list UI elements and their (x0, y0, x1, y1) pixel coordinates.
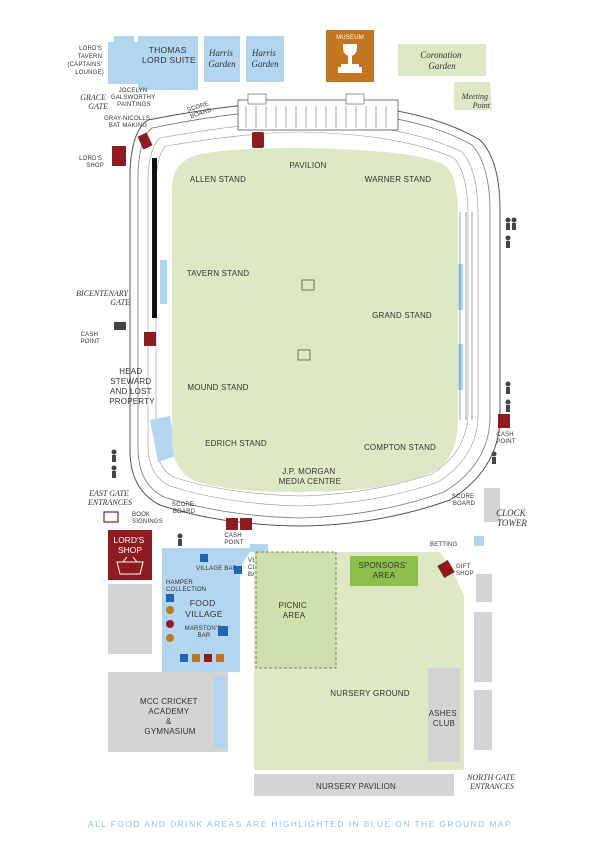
compton-stand-label: COMPTON STAND (364, 443, 436, 452)
food-village-area[interactable] (162, 548, 252, 672)
marstons-bar-stall[interactable] (218, 626, 228, 636)
stadium (129, 101, 501, 527)
mound-stand-label: MOUND STAND (187, 383, 248, 392)
marstons-bar-label: MARSTON'S BAR (185, 626, 224, 639)
warner-stand-label: WARNER STAND (365, 175, 431, 184)
nursery-pavilion-label: NURSERY PAVILION (316, 782, 396, 791)
museum[interactable]: MUSEUM (326, 30, 374, 82)
grey-building-left-1 (108, 584, 152, 654)
lords-shop-small[interactable] (112, 146, 126, 166)
village-bar-stall[interactable] (200, 554, 208, 562)
jocelyn-galsworthy-label: JOCELYN GALSWORTHY PAINTINGS (111, 88, 157, 108)
grand-stand-bar-2[interactable] (455, 344, 463, 390)
hamper-collection-stall[interactable] (166, 594, 174, 602)
tavern-stand-seating (152, 158, 157, 318)
harris-garden-1-label: Harris Garden (208, 48, 236, 69)
lords-tavern-label: LORD'S TAVERN (CAPTAINS' LOUNGE) (67, 46, 104, 76)
food-village-label: FOOD VILLAGE (185, 598, 223, 619)
coronation-garden[interactable] (398, 44, 486, 76)
clock-tower-label: CLOCK TOWER (496, 508, 528, 528)
trophy-icon (338, 44, 362, 73)
mcc-cricket-academy[interactable] (108, 672, 228, 752)
east-gate-label: EAST GATE ENTRANCES (87, 489, 132, 507)
cash-point-right-marker[interactable] (498, 414, 510, 428)
pavilion-food-icon[interactable] (252, 132, 264, 148)
footer-note: ALL FOOD AND DRINK AREAS ARE HIGHLIGHTED… (88, 819, 512, 829)
toilet-icon[interactable] (111, 217, 517, 547)
atm-marker[interactable] (240, 518, 252, 530)
ashes-club-label: ASHES CLUB (429, 709, 460, 728)
score-board-right-label: SCORE BOARD (452, 494, 476, 507)
sponsors-area-label: SPONSORS' AREA (358, 561, 409, 580)
sponsors-area[interactable] (350, 556, 418, 586)
cash-point-icon[interactable] (114, 322, 126, 330)
lords-shop-big-label: LORD'S SHOP (113, 535, 146, 555)
tavern-bar-food[interactable] (160, 260, 167, 304)
lords-shop-big[interactable]: LORD'S SHOP (108, 530, 152, 580)
veuve-clicquot-bar-stall[interactable] (234, 566, 242, 574)
grand-stand-label: GRAND STAND (372, 311, 432, 320)
head-steward-label: HEAD STEWARD AND LOST PROPERTY (109, 367, 155, 406)
bicentenary-gate-label: BICENTENARY GATE (76, 289, 130, 307)
allen-stand-label: ALLEN STAND (190, 175, 246, 184)
meeting-point-label: Meeting Point (461, 92, 491, 110)
lords-shop-small-label: LORD'S SHOP (79, 156, 104, 169)
thomas-lord-suite-label: THOMAS LORD SUITE (142, 45, 196, 65)
gray-nicolls-stall[interactable] (137, 132, 153, 150)
cash-point-bottom-marker[interactable] (226, 518, 238, 530)
hamper-collection-label: HAMPER COLLECTION (166, 580, 206, 593)
betting-label: BETTING (430, 542, 458, 548)
harris-garden-2[interactable] (246, 36, 284, 82)
picnic-area[interactable] (255, 551, 337, 669)
north-gate-label: NORTH GATE ENTRANCES (466, 773, 517, 791)
ashes-club[interactable] (428, 668, 460, 762)
gift-shop-label: GIFT SHOP (456, 564, 474, 577)
thomas-lord-suite[interactable] (126, 36, 198, 90)
right-bar[interactable] (474, 536, 484, 546)
mound-stand-bar[interactable] (150, 416, 176, 462)
picnic-area-label: PICNIC AREA (279, 601, 310, 620)
edrich-stand-label: EDRICH STAND (205, 439, 267, 448)
pitch-marker-bottom (297, 349, 311, 361)
tavern-stand-label: TAVERN STAND (187, 269, 249, 278)
veuve-clicquot-bar[interactable] (250, 544, 268, 552)
food-icons (166, 606, 224, 662)
book-signings-icon[interactable] (103, 511, 119, 523)
nursery-ground-label: NURSERY GROUND (330, 689, 409, 698)
score-board-left-label: SCORE BOARD (172, 502, 196, 515)
gray-nicolls-label: GRAY-NICOLLS BAT MAKING (104, 116, 152, 129)
coronation-garden-label: Coronation Garden (420, 50, 463, 71)
pavilion-building[interactable] (237, 93, 399, 131)
village-bar-label: VILLAGE BAR (196, 566, 238, 572)
harris-garden-1[interactable] (204, 36, 240, 82)
pitch-marker-top (301, 279, 315, 291)
cash-point-bottom-label: CASH POINT (224, 533, 243, 546)
mcc-academy-label: MCC CRICKET ACADEMY & GYMNASIUM (140, 697, 200, 736)
grey-building-right-1 (476, 574, 492, 602)
harris-garden-2-label: Harris Garden (251, 48, 279, 69)
cash-point-left-marker[interactable] (144, 332, 156, 346)
shopping-basket-icon (116, 556, 144, 575)
academy-bar[interactable] (214, 676, 226, 748)
cash-point-right-label: CASH POINT (496, 432, 515, 445)
jp-morgan-label: J.P. MORGAN MEDIA CENTRE (279, 467, 341, 486)
grand-stand-bar-1[interactable] (455, 264, 463, 310)
pavilion-label: PAVILION (289, 161, 326, 170)
clock-tower-building (484, 488, 500, 522)
grey-building-right-3 (474, 690, 492, 750)
grace-gate-label: GRACE GATE (80, 93, 108, 111)
grey-building-right-2 (474, 612, 492, 682)
playing-field (172, 148, 458, 492)
nursery-pavilion[interactable] (254, 774, 454, 796)
cash-point-left-label: CASH POINT (81, 332, 100, 345)
book-signings-label: BOOK SIGNINGS (132, 512, 163, 525)
museum-label: MUSEUM (336, 35, 364, 41)
meeting-point-area (454, 82, 492, 110)
gift-shop-marker[interactable] (437, 559, 455, 579)
